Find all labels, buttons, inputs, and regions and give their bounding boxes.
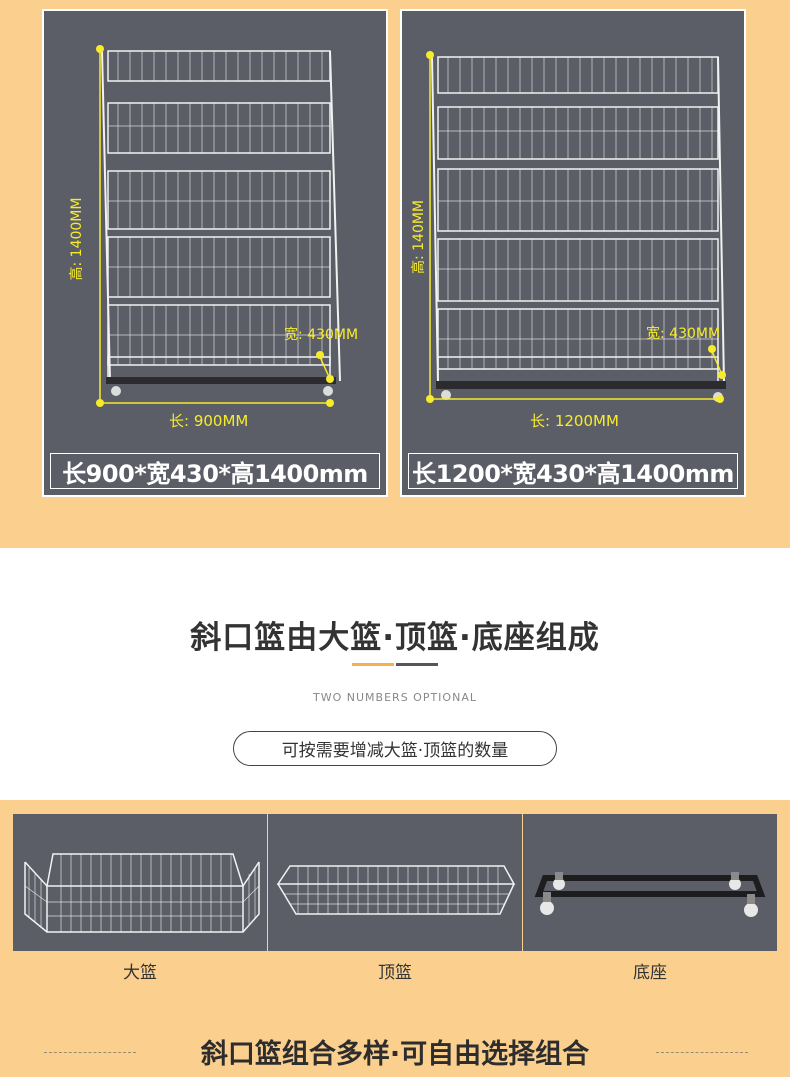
product-size-caption: 长900*宽430*高1400mm — [50, 453, 380, 489]
top-basket-image — [276, 865, 516, 915]
component-tile-large-basket — [13, 814, 267, 951]
large-basket-image — [24, 853, 260, 933]
footer-title: 斜口篮组合多样·可自由选择组合 — [200, 1039, 590, 1070]
component-tile-base — [523, 814, 777, 951]
product-card-1200: 高: 140MM 宽: 430MM 长: 1200MM 长1200*宽430*高… — [400, 9, 746, 497]
width-dimension-label: 宽: 430MM — [284, 327, 359, 343]
section-subtitle: TWO NUMBERS OPTIONAL — [313, 691, 477, 704]
component-label-top-basket: 顶篮 — [378, 963, 412, 983]
footer-divider-left — [44, 1052, 136, 1053]
length-dimension-label: 长: 1200MM — [530, 412, 619, 430]
component-tile-top-basket — [268, 814, 522, 951]
footer-divider-right — [656, 1052, 748, 1053]
height-dimension-label: 高: 1400MM — [69, 197, 85, 281]
base-frame-image — [534, 872, 766, 917]
feature-pill: 可按需要增减大篮·顶篮的数量 — [233, 731, 557, 766]
wire-rack-illustration — [96, 45, 341, 407]
wire-rack-illustration — [426, 51, 726, 403]
product-card-900: 高: 1400MM 宽: 430MM 长: 900MM 长900*宽430*高1… — [42, 9, 388, 497]
product-banner: 高: 1400MM 宽: 430MM 长: 900MM 长900*宽430*高1… — [0, 0, 790, 548]
width-dimension-label: 宽: 430MM — [646, 326, 721, 342]
component-label-large-basket: 大篮 — [123, 963, 157, 983]
height-dimension-label: 高: 140MM — [411, 199, 427, 275]
length-dimension-label: 长: 900MM — [169, 412, 249, 430]
composition-section: 斜口篮由大篮·顶篮·底座组成 TWO NUMBERS OPTIONAL 可按需要… — [0, 548, 790, 800]
component-label-base: 底座 — [633, 963, 667, 983]
accent-rule — [352, 663, 394, 666]
section-heading: 斜口篮由大篮·顶篮·底座组成 — [190, 620, 600, 656]
accent-rule-dark — [396, 663, 438, 666]
product-size-caption: 长1200*宽430*高1400mm — [408, 453, 738, 489]
components-section: 大篮 顶篮 — [0, 800, 790, 1077]
